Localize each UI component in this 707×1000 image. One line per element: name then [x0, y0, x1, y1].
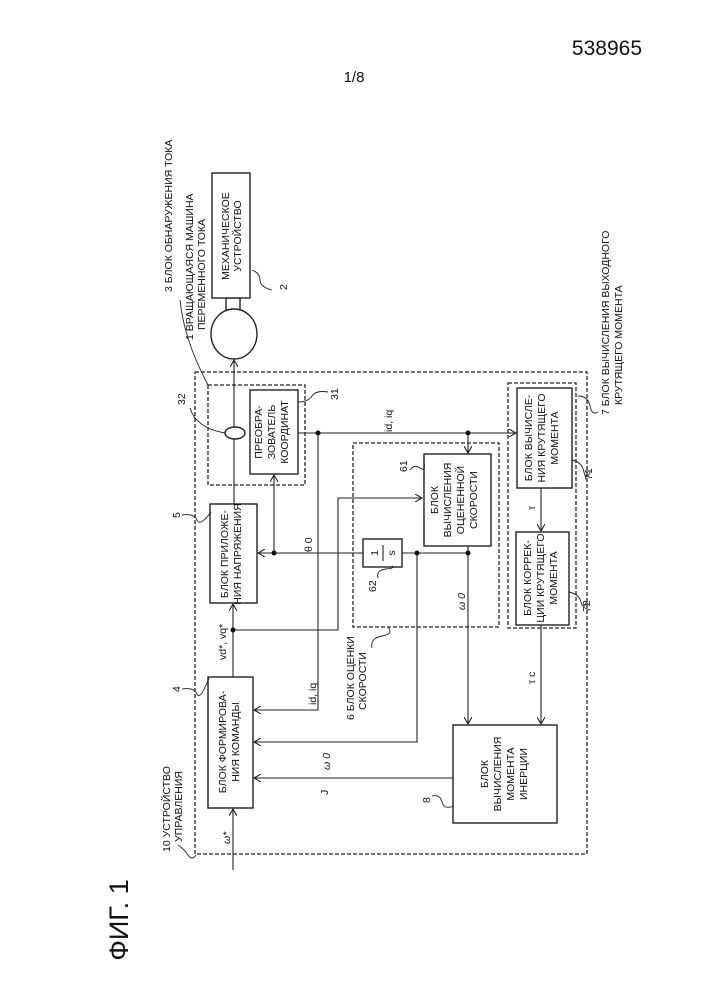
command-block-label: БЛОК ФОРМИРОВА-НИЯ КОМАНДЫ — [217, 690, 242, 793]
idq-signal-top: id, iq — [383, 410, 395, 432]
junction — [415, 551, 420, 556]
current-detect-label: 3 БЛОК ОБНАРУЖЕНИЯ ТОКА — [163, 140, 175, 292]
page-number: 1/8 — [344, 69, 365, 86]
current-sensor — [225, 427, 245, 439]
tau-signal: τ — [526, 505, 538, 510]
figure-label: ФИГ. 1 — [104, 879, 134, 960]
omega-to-command-line — [254, 553, 417, 742]
voltage-block-label: БЛОК ПРИЛОЖЕ-НИЯ НАПРЯЖЕНИЯ — [219, 503, 244, 604]
speed-calc-number: 61 — [398, 460, 410, 472]
shaft-coupling — [226, 298, 240, 310]
coord-converter-label: ПРЕОБРА-ЗОВАТЕЛЬКООРДИНАТ — [253, 400, 291, 464]
junction — [272, 551, 277, 556]
coord-converter-number: 31 — [329, 388, 341, 400]
omega-to-integrator-line — [402, 546, 468, 553]
ac-machine-label: 1 ВРАЩАЮЩАЯСЯ МАШИНАПЕРЕМЕННОГО ТОКА — [184, 193, 208, 340]
junction — [231, 628, 236, 633]
omega-ref-signal: ω* — [221, 831, 233, 844]
control-device-label: 10 УСТРОЙСТВОУПРАВЛЕНИЯ — [160, 766, 185, 852]
integrator-denominator: s — [386, 550, 398, 555]
tau-c-signal: τ c — [526, 672, 538, 684]
J-signal: J — [319, 790, 331, 795]
junction — [466, 431, 471, 436]
speed-est-label: 6 БЛОК ОЦЕНКИСКОРОСТИ — [345, 636, 369, 720]
integrator-numerator: 1 — [369, 550, 381, 556]
omega0-signal-left: ω 0 — [321, 753, 333, 770]
omega0-signal-right: ω 0 — [456, 593, 468, 610]
junction — [316, 431, 321, 436]
theta-signal: θ 0 — [303, 537, 315, 552]
current-sensor-number: 32 — [176, 393, 188, 405]
vdq-signal: vd*, vq* — [217, 624, 229, 660]
inertia-number: 8 — [421, 797, 433, 803]
ac-machine-symbol — [211, 309, 257, 359]
junction — [466, 551, 471, 556]
mech-device-number: 2 — [278, 284, 290, 290]
torque-out-label: 7 БЛОК ВЫЧИСЛЕНИЯ ВЫХОДНОГОКРУТЯЩЕГО МОМ… — [600, 231, 625, 415]
integrator-number: 62 — [367, 580, 379, 592]
patent-number: 538965 — [572, 37, 642, 60]
command-block-number: 4 — [171, 686, 183, 692]
mech-device-label: МЕХАНИЧЕСКОЕУСТРОЙСТВО — [220, 192, 244, 280]
idq-signal-left: id, iq — [307, 683, 319, 705]
voltage-block-number: 5 — [171, 512, 183, 518]
